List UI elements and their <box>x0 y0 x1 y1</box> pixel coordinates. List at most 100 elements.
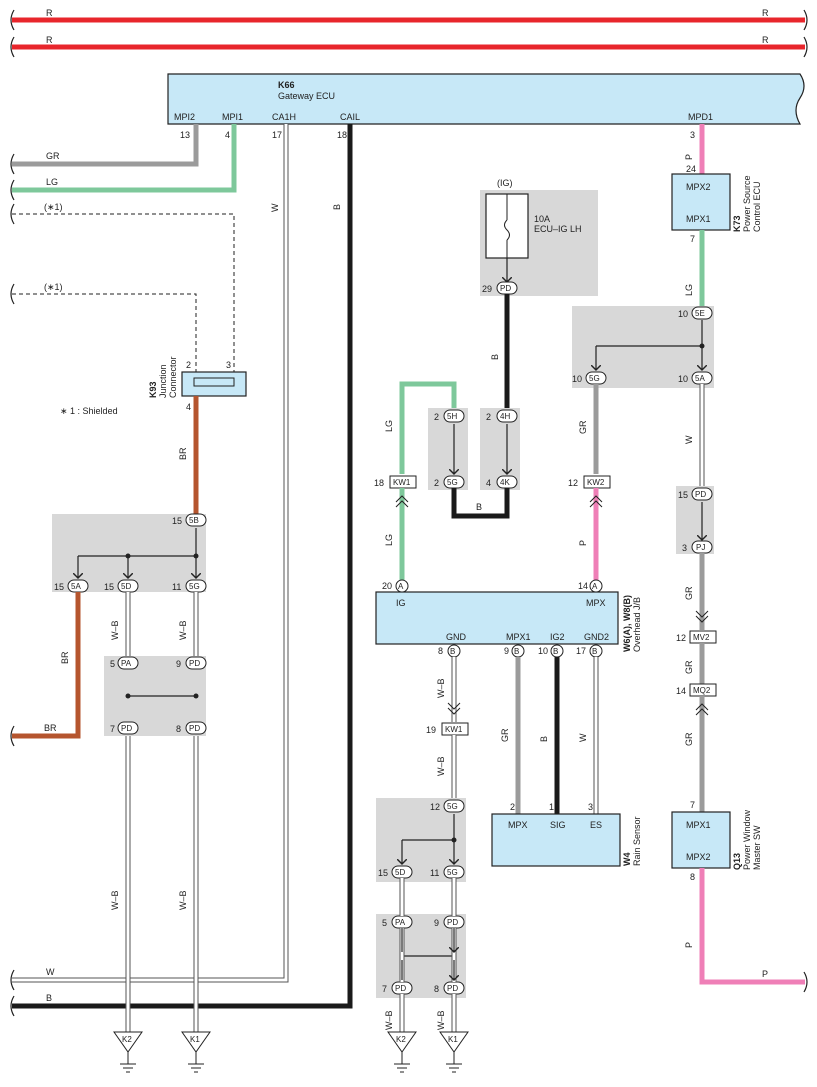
j3-pin-2-bottom: 2 <box>434 478 439 488</box>
wire-br-label: BR <box>178 447 188 460</box>
ojb-pin-10: 10 <box>538 646 548 656</box>
wire-p-bottom: P <box>684 942 694 948</box>
rs-term-sig: SIG <box>550 820 566 830</box>
conn-pd-fuse: PD <box>496 281 518 295</box>
q13-name-1: Power Window <box>742 809 752 870</box>
svg-text:5D: 5D <box>395 868 405 877</box>
pin-ca1h: CA1H <box>272 112 296 122</box>
conn-5h: 5H <box>443 409 465 423</box>
shield-legend: ∗ 1 : Shielded <box>60 406 118 416</box>
gateway-ecu: K66 Gateway ECU MPI2 MPI1 CA1H CAIL MPD1… <box>167 73 805 140</box>
wire-b-fuse: B <box>490 354 500 360</box>
j5-pin-10-right: 10 <box>678 374 688 384</box>
svg-text:PD: PD <box>695 490 706 499</box>
k93-pin-3: 3 <box>226 360 231 370</box>
pin-num-18: 18 <box>337 130 347 140</box>
ojb-conn-b-4: B <box>592 647 597 656</box>
j5-pin-10-left: 10 <box>572 374 582 384</box>
j2-pin-5: 5 <box>110 659 115 669</box>
q13-name-2: Master SW <box>752 825 762 870</box>
wire-lg-2: LG <box>384 420 394 432</box>
overhead-jb: A A 20 14 IG MPX GND MPX1 IG2 GND2 B B B… <box>375 579 642 658</box>
conn-pa-j8: PA <box>391 915 413 929</box>
conn-4h: 4H <box>496 409 518 423</box>
q13-pin-8: 8 <box>690 872 695 882</box>
junction-block-j4: 4H 2 4K 4 <box>480 408 520 490</box>
ojb-pin-14: 14 <box>578 581 588 591</box>
wire-w-bottom-label: W <box>46 967 55 977</box>
k73-name-1: Power Source <box>742 175 752 232</box>
inline-conn-mq2: MQ2 14 <box>676 683 717 697</box>
q13-term-mpx1: MPX1 <box>686 820 711 830</box>
j5-pin-10-top: 10 <box>678 309 688 319</box>
ground-k2-right: K2 <box>387 1031 417 1073</box>
conn-pd-j2-top: PD <box>185 656 207 670</box>
j8-pin-8: 8 <box>434 984 439 994</box>
j7-pin-11: 11 <box>430 868 439 878</box>
junction-block-j3: 5H 2 5G 2 <box>428 408 468 490</box>
svg-text:K1: K1 <box>448 1035 458 1044</box>
j6-pin-3: 3 <box>682 543 687 553</box>
wire-b-5g-4k: B <box>476 502 482 512</box>
conn-5g-j1: 5G <box>185 579 207 593</box>
svg-text:19: 19 <box>426 725 436 735</box>
conn-pa-j2: PA <box>117 656 139 670</box>
svg-text:5G: 5G <box>447 868 458 877</box>
q13-term-mpx2: MPX2 <box>686 852 711 862</box>
shield-note-1: (∗1) <box>44 202 63 212</box>
svg-text:KW1: KW1 <box>393 478 411 487</box>
conn-5b: 5B <box>185 513 207 527</box>
svg-text:12: 12 <box>676 633 686 643</box>
svg-text:5D: 5D <box>121 582 131 591</box>
pin-num-17: 17 <box>272 130 282 140</box>
j2-pin-7: 7 <box>110 724 115 734</box>
svg-text:KW2: KW2 <box>587 478 605 487</box>
svg-text:PJ: PJ <box>696 543 705 552</box>
junction-block-j6: PD 15 PJ 3 <box>676 486 714 554</box>
ojb-term-gnd2: GND2 <box>584 632 609 642</box>
ground-k2-left: K2 <box>113 1031 143 1073</box>
wire-br-label-3: BR <box>44 723 57 733</box>
ground-k1-right: K1 <box>439 1031 469 1073</box>
pin-num-3: 3 <box>690 130 695 140</box>
pin-mpd1: MPD1 <box>688 112 713 122</box>
fuse-ecu-ig-lh: (IG) 10A ECU–IG LH PD 29 <box>480 178 598 296</box>
svg-text:K2: K2 <box>122 1035 132 1044</box>
junction-block-j1: 5B 15 5A 15 5D 15 5G 11 <box>52 513 207 593</box>
fuse-pin-29: 29 <box>482 284 492 294</box>
j3-pin-2-top: 2 <box>434 412 439 422</box>
fuse-ig-label: (IG) <box>497 178 513 188</box>
svg-text:MQ2: MQ2 <box>693 686 711 695</box>
rs-pin-2: 2 <box>510 802 515 812</box>
svg-text:K2: K2 <box>396 1035 406 1044</box>
ojb-code: W6(A), W8(B) <box>622 595 632 652</box>
wire-wb-5: W–B <box>436 678 446 698</box>
rs-name: Rain Sensor <box>632 816 642 866</box>
conn-pd-j8-top: PD <box>443 915 465 929</box>
rs-term-es: ES <box>590 820 602 830</box>
conn-pd-j2-br: PD <box>185 721 207 735</box>
pin-mpi1: MPI1 <box>222 112 243 122</box>
ojb-pin-8: 8 <box>438 646 443 656</box>
ojb-conn-b-1: B <box>450 647 455 656</box>
wire-wb-6: W–B <box>436 756 446 776</box>
inline-conn-kw1-top: KW1 18 <box>374 475 417 489</box>
conn-4k: 4K <box>496 475 518 489</box>
j2-pin-8: 8 <box>176 724 181 734</box>
svg-text:PD: PD <box>395 984 406 993</box>
wire-wb-3: W–B <box>110 890 120 910</box>
svg-text:K1: K1 <box>190 1035 200 1044</box>
conn-pd-j2-bl: PD <box>117 721 139 735</box>
j1-pin-15-a: 15 <box>54 582 64 592</box>
power-source-ecu: 24 MPX2 MPX1 7 K73 Power Source Control … <box>671 164 762 244</box>
wire-wb-4: W–B <box>178 890 188 910</box>
ojb-term-mpx: MPX <box>586 598 606 608</box>
wire-lg-4: LG <box>684 284 694 296</box>
svg-text:5G: 5G <box>589 374 600 383</box>
pin-mpi2: MPI2 <box>174 112 195 122</box>
wire-w-gnd2: W <box>578 733 588 742</box>
wire-w-label: W <box>270 203 280 212</box>
svg-text:PD: PD <box>121 724 132 733</box>
wb-wires-right: W–B W–B <box>384 878 454 1032</box>
svg-text:5G: 5G <box>189 582 200 591</box>
